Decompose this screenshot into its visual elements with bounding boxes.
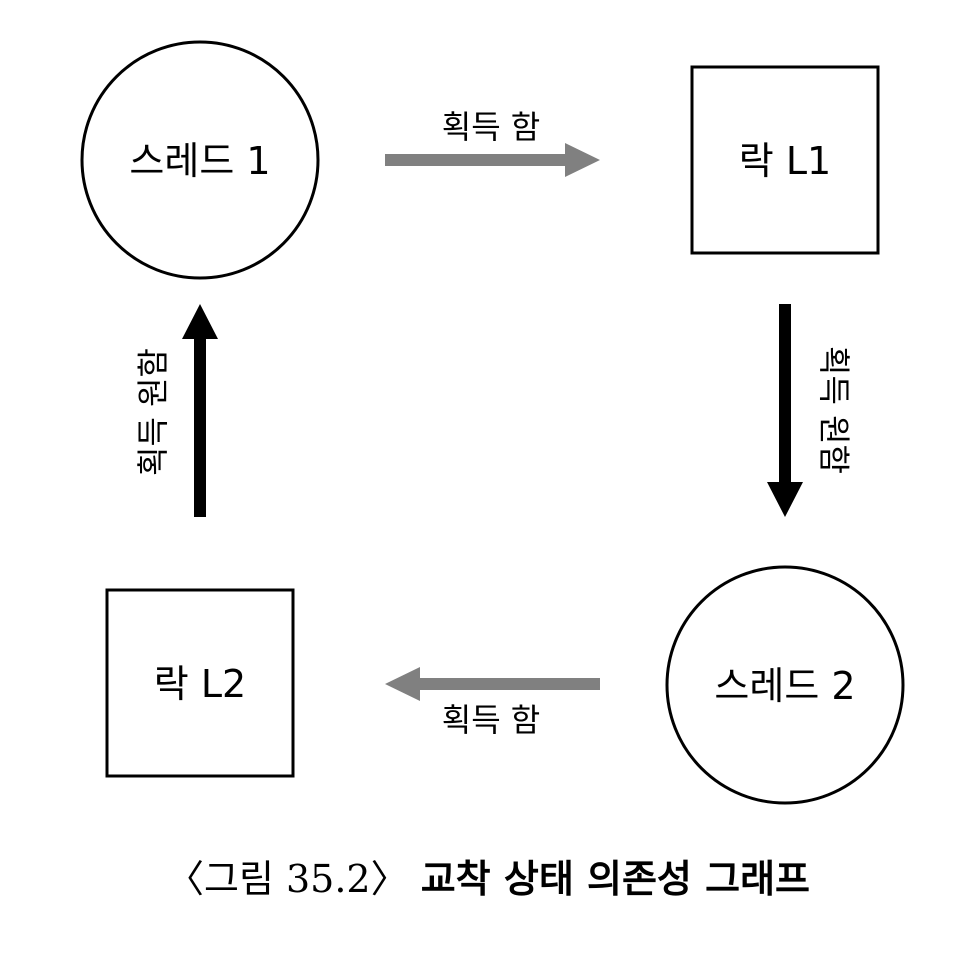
edge-label-thread-1-acquired: 획득 함 xyxy=(442,108,541,146)
arrow-down-icon xyxy=(767,304,803,517)
edge-lock-l1-to-thread-2: 획득 원함 xyxy=(767,304,853,517)
lock-l1-label: 락 L1 xyxy=(739,139,831,183)
thread-1-label: 스레드 1 xyxy=(129,139,270,183)
node-thread-1: 스레드 1 xyxy=(80,40,320,280)
edge-label-lock-l1-wanted: 획득 원함 xyxy=(815,346,853,474)
figure-number: 〈그림 35.2〉 xyxy=(166,857,409,901)
lock-l2-square xyxy=(105,588,295,778)
node-lock-l1: 락 L1 xyxy=(690,65,880,255)
lock-l2-label: 락 L2 xyxy=(154,662,246,706)
lock-l1-square xyxy=(690,65,880,255)
thread-2-label: 스레드 2 xyxy=(714,664,855,708)
node-lock-l2: 락 L2 xyxy=(105,588,295,778)
edge-thread-1-to-lock-l1: 획득 함 xyxy=(385,108,600,177)
arrow-up-icon xyxy=(182,304,218,517)
figure-caption: 〈그림 35.2〉 교착 상태 의존성 그래프 xyxy=(0,848,976,903)
arrow-left-icon xyxy=(385,667,600,701)
arrow-right-icon xyxy=(385,143,600,177)
thread-1-circle xyxy=(80,40,320,280)
node-thread-2: 스레드 2 xyxy=(665,565,905,805)
edge-lock-l2-to-thread-1: 획득 원함 xyxy=(134,304,218,517)
edge-label-lock-l2-wanted: 획득 원함 xyxy=(134,348,172,476)
figure-title: 교착 상태 의존성 그래프 xyxy=(420,856,810,901)
edge-thread-2-to-lock-l2: 획득 함 xyxy=(385,667,600,739)
edge-label-thread-2-acquired: 획득 함 xyxy=(442,701,541,739)
thread-2-circle xyxy=(665,565,905,805)
